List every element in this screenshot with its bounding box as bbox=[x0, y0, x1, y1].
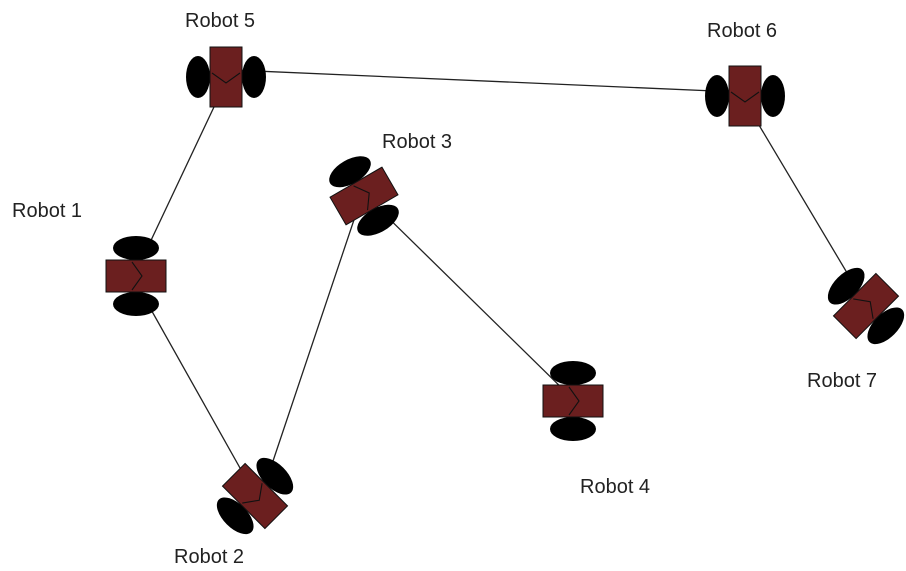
robot-3-label: Robot 3 bbox=[382, 131, 452, 153]
robot-5 bbox=[186, 46, 266, 108]
robot-1 bbox=[105, 236, 167, 316]
chassis bbox=[329, 166, 399, 226]
link-robot-2-robot-3 bbox=[269, 195, 363, 471]
robot-6 bbox=[705, 65, 785, 127]
wheel-icon bbox=[550, 361, 596, 385]
heading-marker-icon bbox=[242, 483, 263, 504]
wheel-icon bbox=[113, 236, 159, 260]
wheel-icon bbox=[357, 204, 399, 236]
link-robot-3-robot-4 bbox=[367, 197, 573, 399]
heading-marker-icon bbox=[211, 72, 241, 84]
wheel-icon bbox=[113, 292, 159, 316]
wheel-icon bbox=[242, 56, 266, 98]
chassis bbox=[542, 384, 604, 418]
robot-3 bbox=[329, 156, 399, 236]
robot-4 bbox=[542, 361, 604, 441]
robot-1-label: Robot 1 bbox=[12, 200, 82, 222]
heading-marker-icon bbox=[853, 298, 874, 319]
heading-marker-icon bbox=[353, 185, 370, 211]
robot-7 bbox=[827, 267, 905, 345]
robot-2 bbox=[216, 457, 294, 535]
wheel-icon bbox=[550, 417, 596, 441]
wheel-icon bbox=[186, 56, 210, 98]
wheel-icon bbox=[705, 75, 729, 117]
robot-4-label: Robot 4 bbox=[580, 476, 650, 498]
wheel-icon bbox=[827, 267, 865, 305]
heading-marker-icon bbox=[730, 91, 760, 103]
robot-5-label: Robot 5 bbox=[185, 10, 255, 32]
connections bbox=[136, 69, 869, 501]
chassis bbox=[832, 272, 900, 340]
chassis bbox=[209, 46, 243, 108]
chassis bbox=[221, 462, 289, 530]
wheel-icon bbox=[329, 156, 371, 188]
heading-marker-icon bbox=[568, 386, 580, 416]
robot-2-label: Robot 2 bbox=[174, 546, 244, 568]
link-robot-1-robot-2 bbox=[139, 289, 259, 501]
wheel-icon bbox=[761, 75, 785, 117]
robot-6-label: Robot 6 bbox=[707, 20, 777, 42]
link-robot-5-robot-6 bbox=[231, 69, 738, 93]
chassis bbox=[728, 65, 762, 127]
heading-marker-icon bbox=[131, 261, 143, 291]
robot-7-label: Robot 7 bbox=[807, 370, 877, 392]
wheel-icon bbox=[256, 457, 294, 495]
wheel-icon bbox=[867, 307, 905, 345]
wheel-icon bbox=[216, 497, 254, 535]
chassis bbox=[105, 259, 167, 293]
